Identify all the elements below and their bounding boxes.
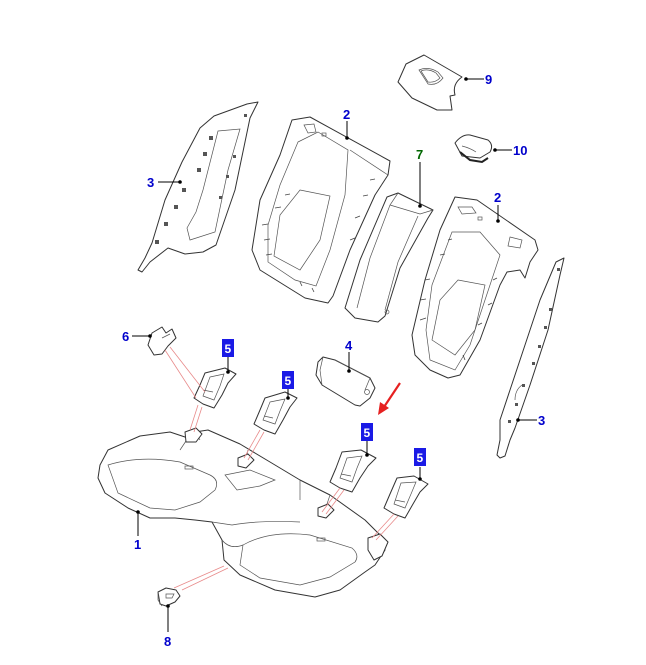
association-lines <box>164 346 399 591</box>
part-9-cover[interactable] <box>397 54 463 111</box>
callout-8[interactable]: 8 <box>164 634 171 649</box>
callout-7[interactable]: 7 <box>416 147 423 162</box>
callout-5-c-label: 5 <box>364 426 371 440</box>
part-5-buckle-guide-3[interactable] <box>329 449 377 493</box>
selection-arrow <box>378 382 401 415</box>
callout-5-d[interactable]: 5 <box>414 448 426 466</box>
callout-5-b-label: 5 <box>285 374 292 388</box>
callout-5-c[interactable]: 5 <box>361 423 373 441</box>
part-8-hook[interactable] <box>157 587 181 607</box>
part-5-buckle-guide-2[interactable] <box>253 391 298 435</box>
callout-5-a-label: 5 <box>225 342 232 356</box>
callout-5-d-label: 5 <box>417 451 424 465</box>
part-5-buckle-guide-1[interactable] <box>193 367 237 409</box>
callout-5-b[interactable]: 5 <box>282 371 294 389</box>
callout-4[interactable]: 4 <box>345 338 353 353</box>
part-2-right-seat-back[interactable] <box>411 196 539 379</box>
part-4-armrest-bracket[interactable] <box>315 356 376 407</box>
part-5-buckle-guide-4[interactable] <box>383 475 429 519</box>
part-6-clip[interactable] <box>147 326 177 356</box>
callout-3-right[interactable]: 3 <box>538 413 545 428</box>
callout-5-a[interactable]: 5 <box>222 339 234 357</box>
leader-lines <box>132 77 537 632</box>
callout-10[interactable]: 10 <box>513 143 527 158</box>
callout-1[interactable]: 1 <box>134 537 141 552</box>
callout-2-right[interactable]: 2 <box>494 190 501 205</box>
part-1-seat-cushion[interactable] <box>97 427 389 598</box>
part-2-left-seat-back[interactable] <box>251 116 391 304</box>
part-3-right-side-bolster[interactable] <box>496 257 565 459</box>
callout-9[interactable]: 9 <box>485 72 492 87</box>
part-7-center-armrest[interactable] <box>344 192 434 323</box>
part-10-release-handle[interactable] <box>454 134 493 164</box>
callout-2-left[interactable]: 2 <box>343 107 350 122</box>
callout-6[interactable]: 6 <box>122 329 129 344</box>
callout-3-left[interactable]: 3 <box>147 175 154 190</box>
part-3-left-side-bolster[interactable] <box>137 101 259 273</box>
